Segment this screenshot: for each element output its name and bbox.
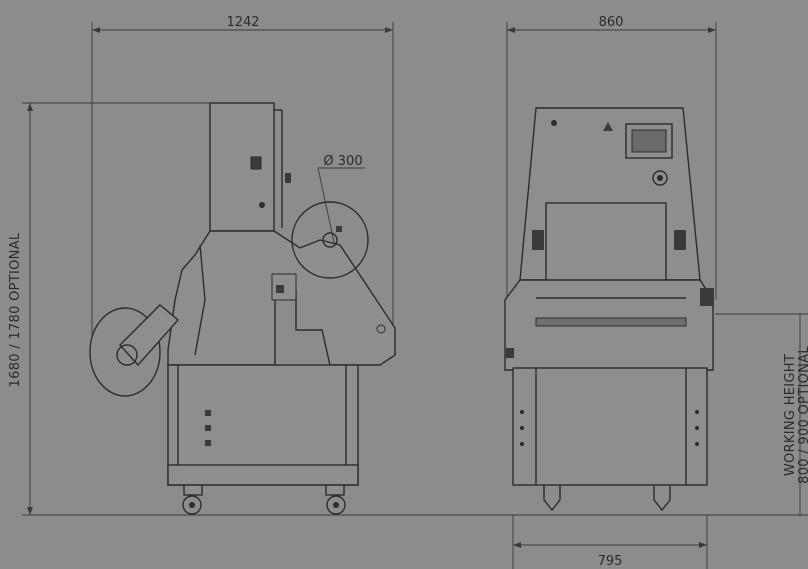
dim-working-height-line2: 800 / 900 OPTIONAL	[797, 346, 808, 484]
dim-working-height-line1: WORKING HEIGHT	[783, 354, 798, 476]
dim-side-width-label: 1242	[226, 15, 259, 30]
side-casters	[182, 484, 346, 515]
dim-front-width-label: 860	[599, 15, 624, 30]
front-casters	[543, 485, 671, 512]
rewind-reel	[89, 307, 161, 397]
front-lower-cabinet	[512, 367, 708, 486]
dimension-lines	[22, 22, 808, 569]
unwind-disc	[291, 201, 369, 279]
front-view-machine	[504, 107, 714, 512]
front-button	[652, 170, 668, 186]
side-view-machine	[89, 102, 396, 515]
dim-base-width-label: 795	[598, 554, 623, 569]
side-control-knob	[250, 156, 262, 170]
dim-height-label: 1680 / 1780 OPTIONAL	[8, 232, 23, 387]
label-roll-area	[545, 202, 667, 282]
warning-icon	[603, 122, 613, 131]
dim-diameter-label: Ø 300	[323, 154, 362, 169]
side-upper-column	[209, 102, 275, 232]
